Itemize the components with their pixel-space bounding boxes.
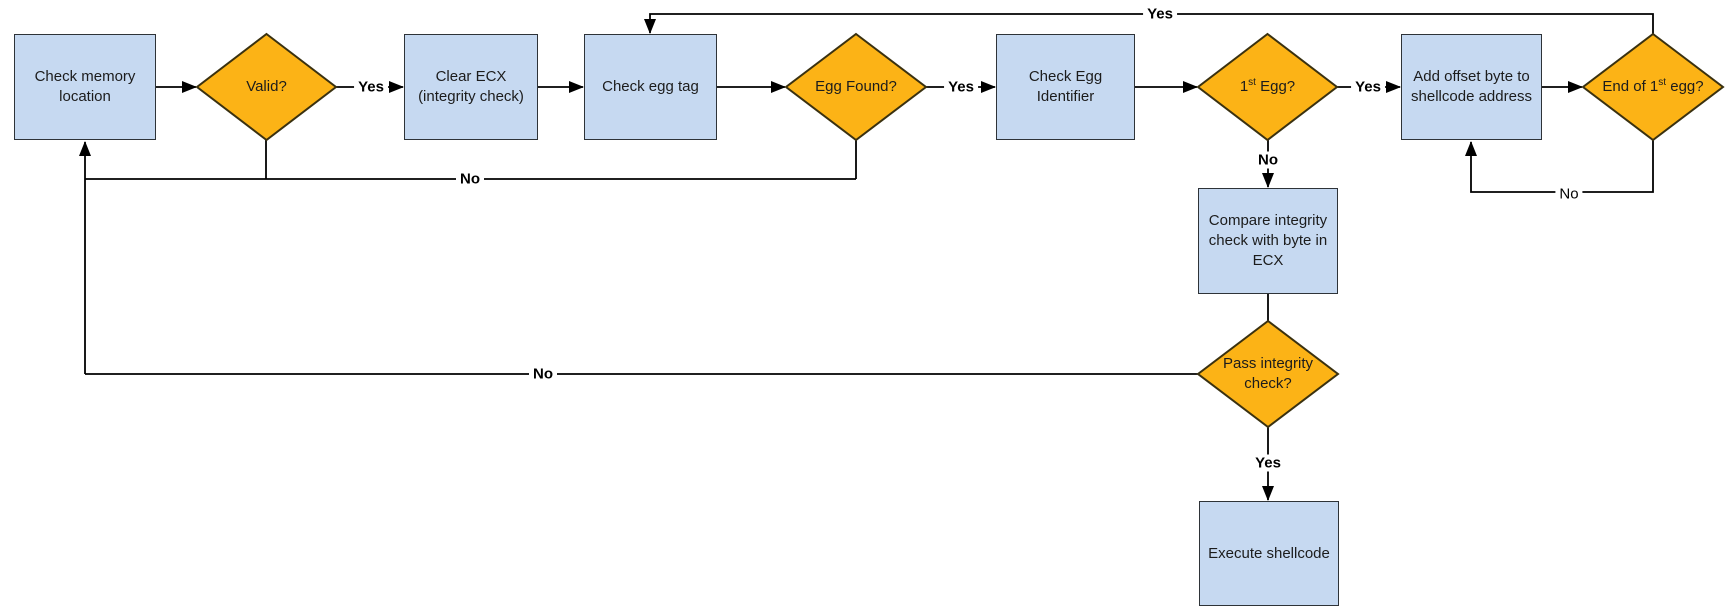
edge-label-first-egg-yes: Yes [1351, 78, 1385, 96]
decision-diamond-egg-found [784, 32, 928, 142]
node-label: Add offset byte to shellcode address [1411, 68, 1532, 105]
node-check-egg-identifier: Check Egg Identifier [996, 34, 1135, 140]
edge-label-first-egg-no: No [1254, 151, 1282, 169]
edge-label-end-egg-no: No [1555, 185, 1583, 203]
node-label: Clear ECX (integrity check) [418, 68, 524, 105]
node-execute-shellcode: Execute shellcode [1199, 501, 1339, 606]
node-check-memory-location: Check memory location [14, 34, 156, 140]
node-check-egg-tag: Check egg tag [584, 34, 717, 140]
decision-diamond-pass-integrity [1196, 319, 1340, 429]
node-label: Execute shellcode [1208, 544, 1330, 562]
node-label: Check memory location [34, 68, 136, 105]
decision-shapes [195, 32, 1725, 429]
decision-diamond-valid [195, 32, 338, 142]
edge-label-valid-no: No [456, 170, 484, 188]
node-add-offset-byte: Add offset byte to shellcode address [1401, 34, 1542, 140]
edge-label-end-egg-loop-yes: Yes [1143, 5, 1177, 23]
node-label: Compare integrity check with byte in ECX [1208, 212, 1328, 269]
node-clear-ecx: Clear ECX (integrity check) [404, 34, 538, 140]
decision-diamond-end-of-first-egg [1581, 32, 1725, 142]
edge-label-pass-integrity-no: No [529, 365, 557, 383]
node-label: Check egg tag [602, 78, 699, 96]
edge-label-pass-integrity-yes: Yes [1251, 454, 1285, 472]
node-label: Check Egg Identifier [1028, 68, 1103, 105]
edge-label-valid-yes: Yes [354, 78, 388, 96]
edge-label-egg-found-yes: Yes [944, 78, 978, 96]
decision-diamond-first-egg [1196, 32, 1339, 142]
edge-endegg-no-loop [1465, 140, 1654, 193]
node-compare-integrity: Compare integrity check with byte in ECX [1198, 188, 1338, 294]
